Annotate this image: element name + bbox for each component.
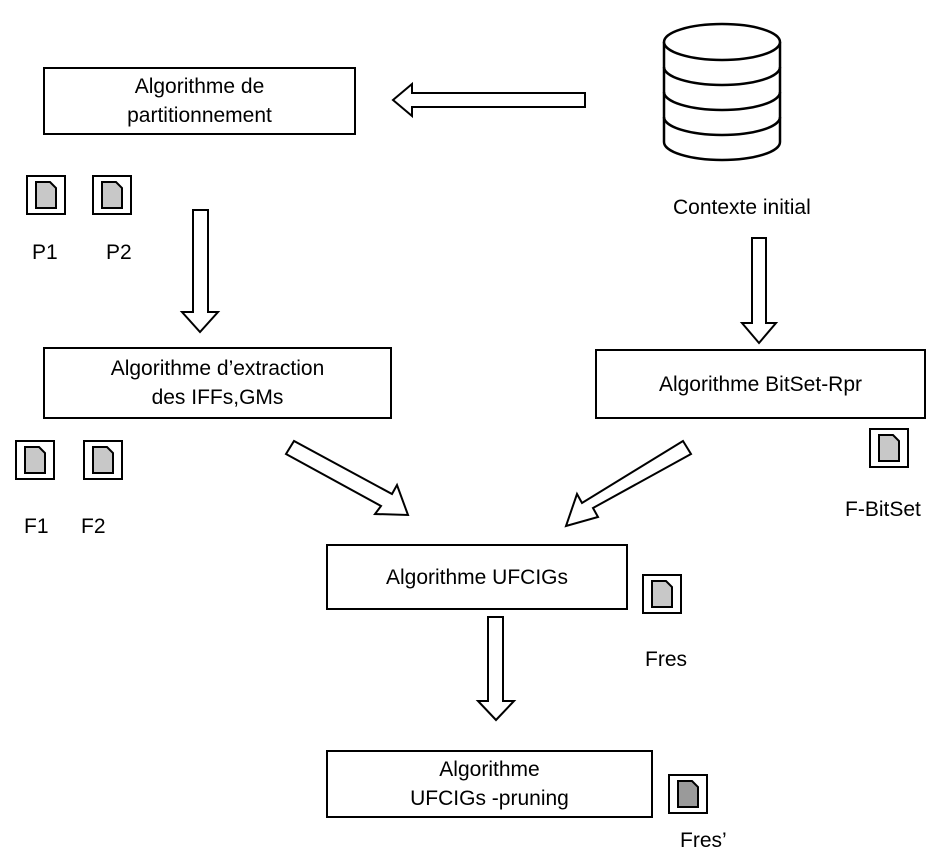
partition-line2: partitionnement <box>127 104 272 127</box>
context-label: Contexte initial <box>673 196 811 219</box>
extraction-line2: des IFFs,GMs <box>151 386 284 409</box>
bitset-box: Algorithme BitSet-Rpr <box>595 349 926 419</box>
p1-file-icon <box>26 175 66 215</box>
pruning-line1: Algorithme <box>439 758 540 781</box>
arrow-db-to-partition <box>391 81 586 119</box>
bitset-line1: Algorithme BitSet-Rpr <box>658 372 863 396</box>
p1-label: P1 <box>32 241 58 264</box>
f2-label: F2 <box>81 515 106 538</box>
f1-file-icon <box>15 440 55 480</box>
arrow-bitset-to-ufcigs <box>564 439 693 528</box>
p2-file-icon <box>92 175 132 215</box>
arrow-partition-to-extraction <box>179 209 221 334</box>
fres-label: Fres <box>645 648 687 671</box>
pruning-box: Algorithme UFCIGs -pruning <box>326 750 653 818</box>
fres-prime-file-icon <box>668 774 708 814</box>
p2-label: P2 <box>106 241 132 264</box>
fbitset-label: F-BitSet <box>845 498 921 521</box>
pruning-line2: UFCIGs -pruning <box>410 787 569 810</box>
database-icon <box>662 22 782 162</box>
fbitset-file-icon <box>869 428 909 468</box>
ufcigs-box: Algorithme UFCIGs <box>326 544 628 610</box>
arrow-context-to-bitset <box>739 237 779 345</box>
arrow-ufcigs-to-pruning <box>475 616 517 722</box>
ufcigs-line1: Algorithme UFCIGs <box>385 565 569 589</box>
partition-line1: Algorithme de <box>134 75 265 98</box>
f1-label: F1 <box>24 515 49 538</box>
extraction-line1: Algorithme d’extraction <box>110 357 325 380</box>
fres-file-icon <box>642 574 682 614</box>
extraction-box: Algorithme d’extraction des IFFs,GMs <box>43 347 392 419</box>
arrow-extraction-to-ufcigs <box>284 439 410 517</box>
fres-prime-label: Fres’ <box>680 829 727 852</box>
partition-box: Algorithme de partitionnement <box>43 67 356 135</box>
f2-file-icon <box>83 440 123 480</box>
